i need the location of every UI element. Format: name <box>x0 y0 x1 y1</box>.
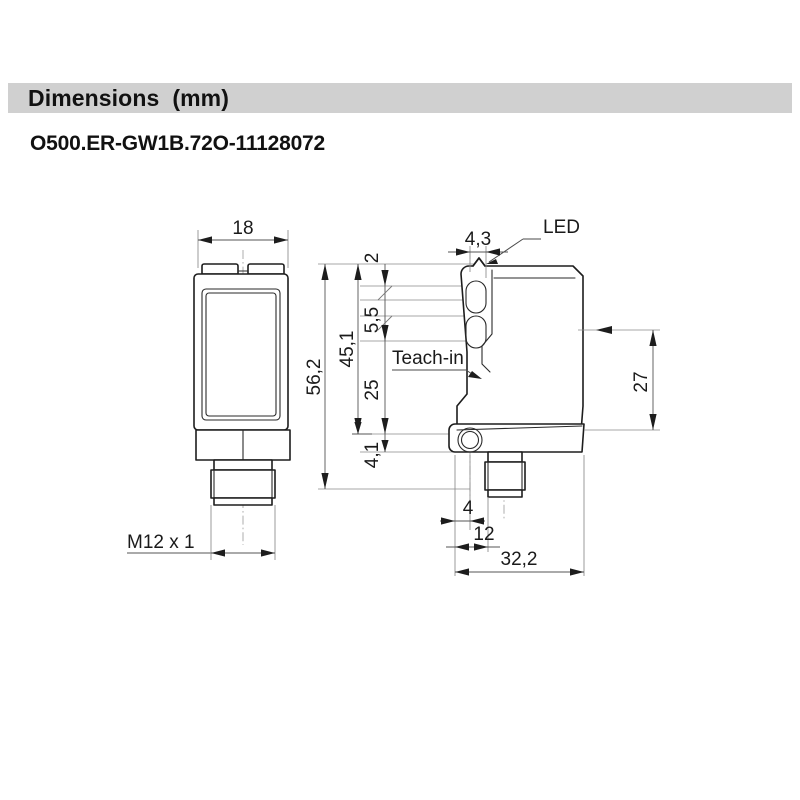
dimension-18: 18 <box>197 218 289 268</box>
side-view-body <box>456 257 584 433</box>
side-view-base-edge <box>456 425 583 431</box>
dimension-4-3-value: 4,3 <box>465 229 491 250</box>
callout-teach-in-label: Teach-in <box>392 348 464 369</box>
dimension-27: 27 <box>578 326 660 431</box>
front-view-body <box>193 273 289 431</box>
dimension-2-value: 2 <box>362 253 383 264</box>
side-view-connector-shoulder <box>487 451 523 463</box>
callout-m12-label: M12 x 1 <box>127 532 195 553</box>
callout-led: LED <box>486 217 580 264</box>
callout-m12: M12 x 1 <box>127 505 276 560</box>
dimension-chain-inner: 2 5,5 25 4,1 <box>352 253 393 468</box>
dimension-18-value: 18 <box>232 218 253 239</box>
dimension-32-2-value: 32,2 <box>501 549 538 570</box>
vertical-dimension-chain: 56,2 45,1 2 5,5 <box>304 253 510 490</box>
dimension-5-5-value: 5,5 <box>362 307 383 333</box>
callout-led-label: LED <box>543 217 580 238</box>
dimension-12-value: 12 <box>473 524 494 545</box>
dimension-4-1-value: 4,1 <box>362 442 383 468</box>
front-view-connector-shoulder <box>213 459 273 471</box>
dimension-4-3: 4,3 <box>448 229 508 278</box>
optic-opening-lower <box>465 315 487 349</box>
dimension-27-value: 27 <box>631 371 652 392</box>
dimension-56-2-value: 56,2 <box>304 359 325 396</box>
dimension-25-value: 25 <box>362 379 383 400</box>
optic-opening-upper <box>465 280 487 314</box>
side-view: LED Teach-in 4,3 <box>392 217 660 576</box>
side-view-connector-thread <box>484 461 526 498</box>
optical-axis-arrow <box>596 326 612 334</box>
part-number: O500.ER-GW1B.72O-11128072 <box>30 132 326 155</box>
dimension-45-1-value: 45,1 <box>337 331 358 368</box>
dimension-56-2: 56,2 <box>304 264 329 489</box>
page-title: Dimensions (mm) <box>28 85 229 111</box>
dimension-4-value: 4 <box>463 498 474 519</box>
dimension-45-1: 45,1 <box>337 264 362 434</box>
led-bump <box>472 257 486 267</box>
front-view-window-outer <box>201 288 281 421</box>
mounting-hole <box>457 427 483 453</box>
header-band <box>8 83 792 113</box>
front-view-window-inner <box>205 292 277 417</box>
callout-teach-in: Teach-in <box>392 348 482 379</box>
side-view-base-plate <box>448 423 585 453</box>
front-view-connector-thread <box>210 469 276 506</box>
front-view: 18 M12 x 1 <box>127 218 291 560</box>
dimension-bottom-group: 4 12 32,2 <box>440 455 585 576</box>
